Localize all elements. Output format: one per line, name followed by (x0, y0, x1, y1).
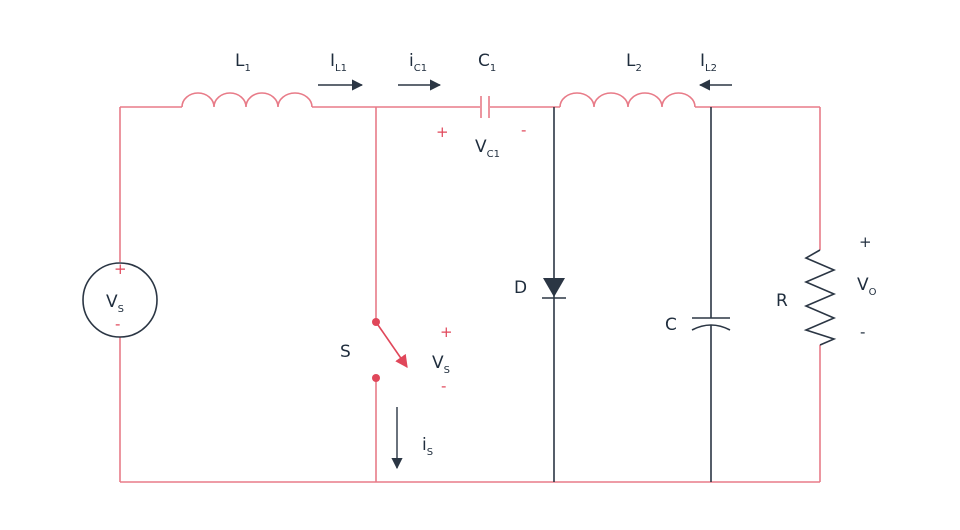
label-s: S (340, 342, 351, 362)
label-c1: C1 (478, 51, 496, 74)
label-vs-minus: - (115, 315, 120, 333)
resistor-r (803, 249, 837, 346)
voltage-source-vs (82, 262, 158, 338)
diode-d (542, 107, 566, 482)
label-il2: IL2 (700, 51, 717, 74)
label-vs-source: VS (106, 292, 124, 315)
label-l2: L2 (626, 51, 642, 74)
label-vs-switch: VS (432, 353, 450, 376)
label-d: D (514, 278, 527, 298)
label-il1: IL1 (330, 51, 347, 74)
label-ic1: iC1 (409, 51, 427, 74)
label-vc1: VC1 (475, 137, 500, 160)
label-vo-plus: + (859, 233, 872, 251)
switch-s (372, 318, 408, 382)
inductor-l2 (559, 92, 696, 108)
label-vs-plus: + (114, 260, 127, 278)
inductor-l1 (181, 92, 313, 108)
label-c: C (665, 315, 677, 335)
label-vo-minus: - (860, 323, 865, 341)
label-vc1-minus: - (521, 121, 526, 139)
capacitor-c1 (480, 96, 490, 118)
label-r: R (776, 291, 788, 311)
label-vsw-plus: + (440, 323, 453, 341)
label-vsw-minus: - (441, 377, 446, 395)
label-is: iS (422, 435, 433, 458)
label-vc1-plus: + (436, 123, 449, 141)
label-l1: L1 (235, 51, 251, 74)
label-vo: VO (857, 275, 877, 298)
capacitor-c (691, 107, 731, 482)
